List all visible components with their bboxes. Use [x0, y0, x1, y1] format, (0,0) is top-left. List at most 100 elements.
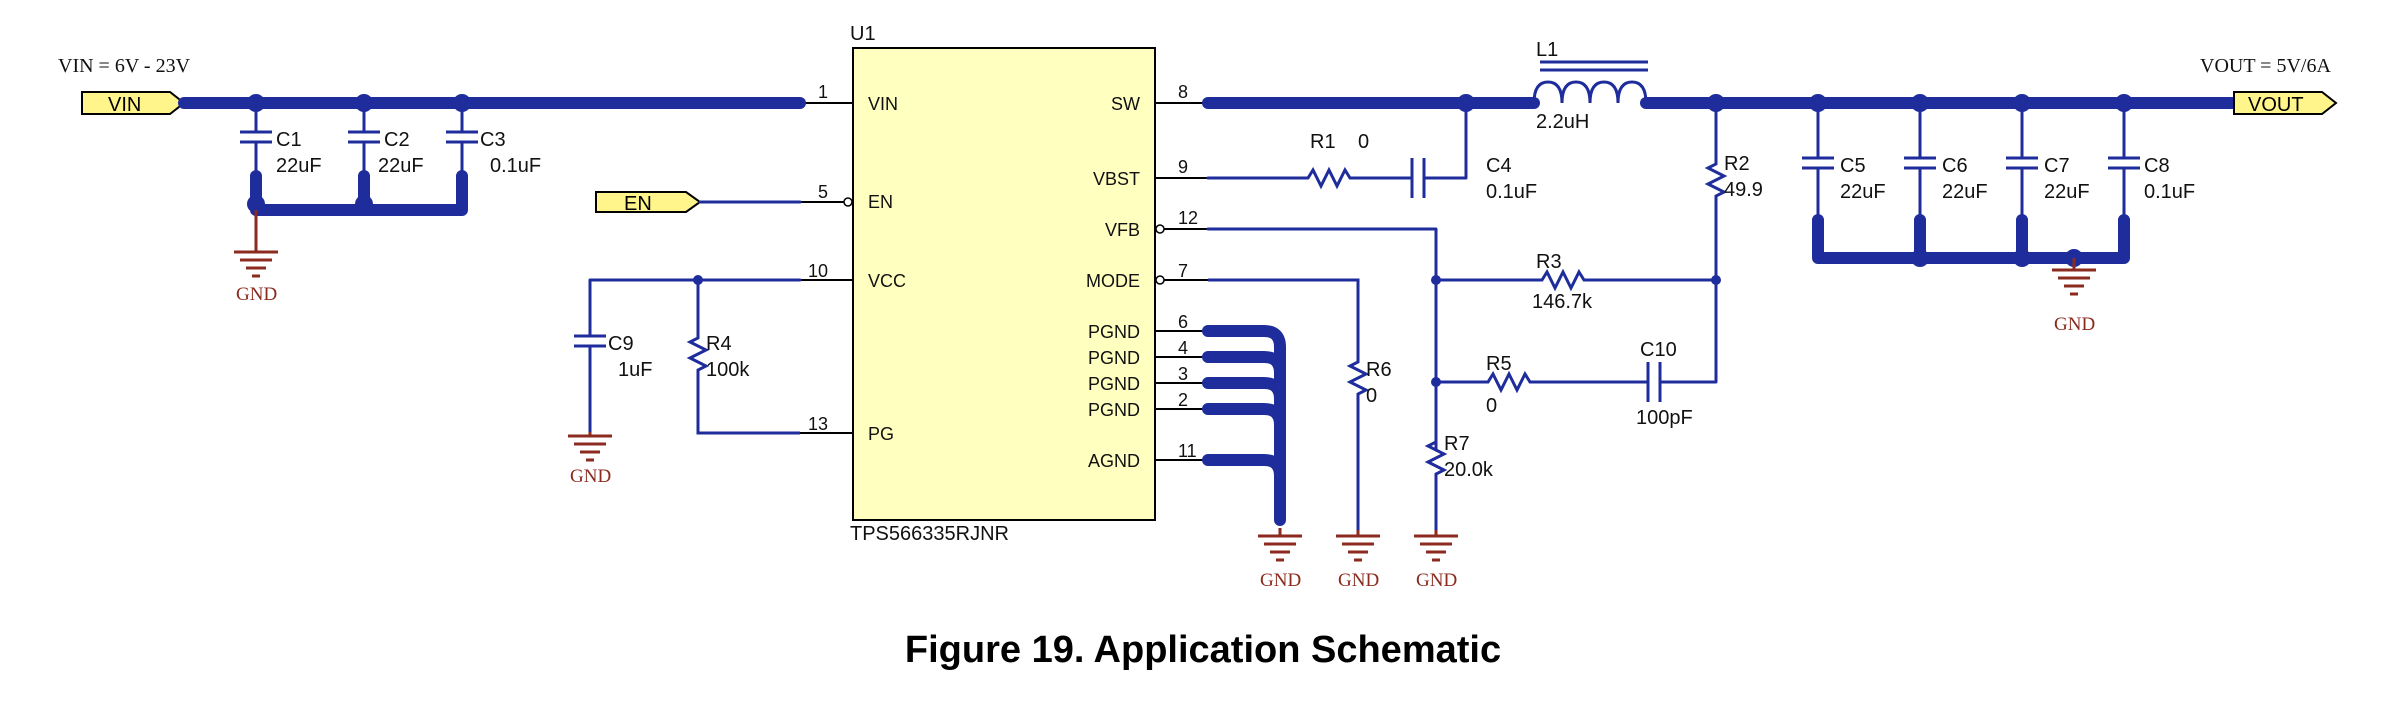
pin-name-en: EN: [868, 192, 893, 212]
r6-value: 0: [1366, 385, 1377, 407]
c9-ref: C9: [608, 333, 634, 355]
resistor-r6: [1208, 278, 1370, 530]
junction: [2013, 249, 2031, 267]
pin-num-2: 2: [1178, 390, 1188, 410]
capacitor-c6: [1904, 103, 1936, 220]
c8-ref: C8: [2144, 155, 2170, 177]
r4-ref: R4: [706, 333, 732, 355]
c8-value: 0.1uF: [2144, 181, 2195, 203]
output-section: VOUT VOUT = 5V/6A C5 22uF C6 22uF C7 22u…: [1640, 55, 2338, 335]
vin-flag: [81, 91, 186, 115]
gnd-label: GND: [1338, 570, 1379, 591]
feedback-section: R3 146.7k R5 0 C10 100pF R7 20.0k GND: [1206, 227, 1721, 591]
pin-num-12: 12: [1178, 208, 1198, 228]
capacitor-c3: [446, 103, 478, 176]
pin-name-vin: VIN: [868, 94, 898, 114]
capacitor-c10: [1646, 362, 1662, 402]
r5-value: 0: [1486, 395, 1497, 417]
r3-value: 146.7k: [1532, 291, 1593, 313]
junction: [355, 195, 373, 213]
pin-num-3: 3: [1178, 364, 1188, 384]
r5-ref: R5: [1486, 353, 1512, 375]
pgnd-bus: [1202, 377, 1286, 405]
mode-pin-marker: [1155, 275, 1165, 285]
c3-value: 0.1uF: [490, 155, 541, 177]
vin-range-label: VIN = 6V - 23V: [58, 55, 191, 77]
pgnd-bus: [1202, 403, 1286, 431]
ground-symbol: [234, 210, 278, 278]
pin-num-7: 7: [1178, 261, 1188, 281]
en-pin-marker: [843, 197, 853, 207]
junction: [247, 195, 265, 213]
c2-ref: C2: [384, 129, 410, 151]
vout-flag: [2233, 91, 2338, 115]
pin-name-pg: PG: [868, 424, 894, 444]
c10-wire: [1658, 278, 1718, 384]
c10-value: 100pF: [1636, 407, 1693, 429]
enable-section: EN: [595, 191, 802, 215]
gnd-label: GND: [570, 466, 611, 487]
vcc-pg-section: C9 1uF GND R4 100k: [568, 275, 802, 487]
right-pin-stubs: [1155, 102, 1208, 461]
c2-value: 22uF: [378, 155, 424, 177]
resistor-r1: [1306, 166, 1412, 190]
pin-name-vfb: VFB: [1105, 220, 1140, 240]
l1-ref: L1: [1536, 39, 1558, 61]
pin-num-8: 8: [1178, 82, 1188, 102]
r6-ref: R6: [1366, 359, 1392, 381]
ic-u1: U1 TPS566335RJNR VIN EN VCC PG 1 5 10 13…: [800, 23, 1208, 545]
capacitor-c8: [2108, 103, 2140, 220]
r1-value: 0: [1358, 131, 1369, 153]
gnd-label: GND: [2054, 314, 2095, 335]
gnd-label: GND: [1416, 570, 1457, 591]
ic-body: [852, 47, 1156, 521]
c3-ref: C3: [480, 129, 506, 151]
resistor-r5: [1436, 370, 1648, 394]
c10-ref: C10: [1640, 339, 1677, 361]
r2-ref: R2: [1724, 153, 1750, 175]
gnd-label: GND: [236, 284, 277, 305]
pin-num-6: 6: [1178, 312, 1188, 332]
pin-name-pgnd-4: PGND: [1088, 348, 1140, 368]
pin-num-13: 13: [808, 414, 828, 434]
vin-flag-text: VIN: [108, 94, 141, 116]
capacitor-c5: [1802, 103, 1834, 220]
capacitor-c1: [240, 103, 272, 176]
resistor-r4: [686, 280, 800, 435]
pin-name-pgnd-6: PGND: [1088, 322, 1140, 342]
switch-section: R1 0 C4 0.1uF L1 2.2uH: [1202, 39, 1648, 203]
pin-num-1: 1: [818, 82, 828, 102]
c5-value: 22uF: [1840, 181, 1886, 203]
pin-num-5: 5: [818, 182, 828, 202]
left-pin-stubs: [800, 102, 853, 434]
mode-section: R6 0 GND: [1208, 278, 1392, 591]
capacitor-c4: [1410, 158, 1426, 198]
ground-symbol: [1414, 530, 1458, 562]
capacitor-c9: [574, 280, 606, 432]
c1-ref: C1: [276, 129, 302, 151]
r4-value: 100k: [706, 359, 750, 381]
pin-name-pgnd-3: PGND: [1088, 374, 1140, 394]
c1-value: 22uF: [276, 155, 322, 177]
input-section: VIN = 6V - 23V VIN C1 22uF C2 22uF C3 0.…: [58, 55, 806, 305]
c4-value: 0.1uF: [1486, 181, 1537, 203]
resistor-r2: [1704, 103, 1728, 280]
pin-name-pgnd-2: PGND: [1088, 400, 1140, 420]
figure-title: Figure 19. Application Schematic: [905, 629, 1501, 671]
pgnd-bus: [1202, 351, 1286, 379]
gnd-label: GND: [1260, 570, 1301, 591]
r7-value: 20.0k: [1444, 459, 1494, 481]
ground-symbol: [568, 432, 612, 462]
c5-ref: C5: [1840, 155, 1866, 177]
resistor-r7: [1424, 382, 1448, 530]
resistor-r3: [1436, 268, 1716, 292]
ground-symbol: [1336, 530, 1380, 562]
en-flag-text: EN: [624, 193, 652, 215]
en-flag: [595, 191, 702, 213]
pin-name-mode: MODE: [1086, 271, 1140, 291]
r2-value: 49.9: [1724, 179, 1763, 201]
pin-name-agnd: AGND: [1088, 451, 1140, 471]
ground-symbol: [1258, 528, 1302, 562]
vfb-pin-marker: [1155, 224, 1165, 234]
